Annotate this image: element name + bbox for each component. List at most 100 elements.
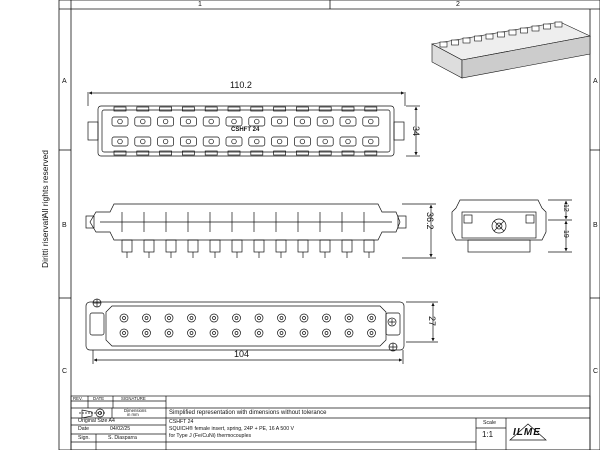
rights-notice-en: All rights reserved bbox=[40, 149, 50, 218]
iso-contact bbox=[462, 37, 471, 44]
bottom-contact-core bbox=[279, 316, 284, 320]
top-contact-slot bbox=[271, 136, 288, 147]
dimensions-unit: in mm bbox=[127, 412, 139, 417]
dimension-width-bottom: 104 bbox=[234, 349, 250, 359]
top-release-slot bbox=[204, 150, 218, 156]
top-contact-hole bbox=[254, 118, 260, 125]
top-release-slot bbox=[113, 106, 127, 112]
top-contact-hole bbox=[140, 138, 146, 145]
top-contact-hole bbox=[185, 118, 192, 125]
rev-label: REV. bbox=[73, 396, 83, 401]
side-pin-body bbox=[231, 239, 243, 253]
top-release-slot bbox=[227, 150, 241, 156]
bottom-contact bbox=[119, 328, 129, 338]
top-release-slot bbox=[204, 106, 218, 112]
row-label-a: A bbox=[62, 78, 67, 85]
scale-value: 1:1 bbox=[482, 430, 494, 439]
column-label-2: 2 bbox=[456, 1, 460, 8]
top-contact-hole bbox=[276, 138, 283, 145]
bottom-contact-core bbox=[302, 331, 306, 335]
top-contact-slot bbox=[111, 116, 129, 127]
signature-label: SIGNATURE bbox=[121, 396, 146, 401]
top-release-slot bbox=[227, 106, 241, 112]
top-contact-hole bbox=[254, 138, 260, 145]
side-pin-body bbox=[297, 239, 309, 253]
row-label-c: C bbox=[62, 368, 68, 375]
top-contact-hole bbox=[231, 138, 237, 145]
iso-contact bbox=[474, 35, 482, 42]
top-release-slot bbox=[250, 106, 264, 112]
side-pin-body bbox=[209, 239, 221, 253]
top-contact-slot bbox=[339, 116, 357, 127]
bottom-contact-core bbox=[212, 331, 216, 335]
bottom-contact-core bbox=[167, 316, 171, 320]
top-contact-slot bbox=[157, 116, 174, 127]
bottom-contact bbox=[344, 313, 354, 323]
top-contact-slot bbox=[180, 116, 197, 127]
sign-key: Sign. bbox=[78, 435, 90, 441]
bottom-contact-core bbox=[212, 316, 216, 320]
iso-contact bbox=[531, 25, 540, 32]
top-contact-hole bbox=[322, 138, 328, 145]
bottom-contact bbox=[344, 328, 354, 338]
bottom-contact bbox=[254, 313, 264, 323]
top-release-slot bbox=[273, 150, 286, 156]
bottom-contact bbox=[367, 328, 376, 338]
side-pin-body bbox=[187, 239, 199, 253]
top-contact-hole bbox=[162, 138, 169, 145]
bottom-contact bbox=[299, 313, 309, 323]
sign-value: S. Diasparra bbox=[108, 435, 137, 441]
top-contact-hole bbox=[368, 138, 374, 145]
date-label: DATE bbox=[93, 396, 105, 401]
top-contact-slot bbox=[271, 116, 288, 127]
bottom-contact bbox=[254, 328, 264, 338]
side-pin-body bbox=[363, 239, 375, 253]
date-value: 04/02/25 bbox=[110, 426, 131, 432]
side-pin-body bbox=[341, 239, 353, 253]
bottom-contact bbox=[277, 313, 286, 323]
top-contact-slot bbox=[157, 136, 174, 147]
bottom-contact-core bbox=[122, 316, 126, 320]
top-release-slot bbox=[296, 106, 309, 112]
description-line-2: for Type J (Fe/CuNi) thermocouples bbox=[169, 433, 252, 439]
top-release-slot bbox=[364, 106, 378, 112]
bottom-contact-core bbox=[234, 331, 239, 335]
original-size: Original Size A4 bbox=[78, 418, 115, 424]
iso-contact bbox=[520, 27, 528, 34]
top-contact-slot bbox=[316, 116, 334, 127]
dimension-gap: 12 bbox=[562, 204, 569, 212]
top-contact-hole bbox=[299, 138, 306, 145]
end-view bbox=[451, 199, 572, 253]
bottom-contact bbox=[209, 313, 219, 323]
side-pin-body bbox=[165, 239, 177, 253]
top-contact-slot bbox=[202, 136, 220, 147]
top-contact-slot bbox=[248, 116, 266, 127]
side-pin-body bbox=[121, 239, 133, 253]
top-contact-hole bbox=[276, 118, 283, 125]
top-contact-hole bbox=[117, 138, 123, 145]
bottom-contact-core bbox=[122, 331, 126, 335]
top-contact-slot bbox=[134, 136, 152, 147]
description-line-1: SQUICH® female insert, spring, 24P + PE,… bbox=[169, 426, 294, 432]
title-block bbox=[70, 395, 591, 450]
product-code: CSHFT 24 bbox=[169, 419, 194, 425]
iso-contact bbox=[485, 33, 494, 40]
row-label-b: B bbox=[62, 222, 67, 229]
iso-contact bbox=[439, 41, 448, 48]
rights-notice-it: Diritti riservati bbox=[40, 216, 50, 268]
top-release-slot bbox=[318, 106, 332, 112]
top-contact-slot bbox=[316, 136, 334, 147]
drawing-frame bbox=[58, 0, 600, 450]
top-release-slot bbox=[113, 150, 127, 156]
top-contact-hole bbox=[208, 138, 214, 145]
date-key: Date bbox=[78, 426, 89, 432]
scale-label: Scale bbox=[483, 420, 496, 426]
side-pin-body bbox=[275, 239, 287, 253]
top-release-slot bbox=[136, 150, 150, 156]
top-release-slot bbox=[182, 106, 195, 112]
iso-contact bbox=[497, 31, 505, 38]
bottom-contact-core bbox=[234, 316, 239, 320]
top-contact-slot bbox=[180, 136, 197, 147]
top-release-slot bbox=[364, 150, 378, 156]
iso-contact bbox=[543, 23, 551, 30]
